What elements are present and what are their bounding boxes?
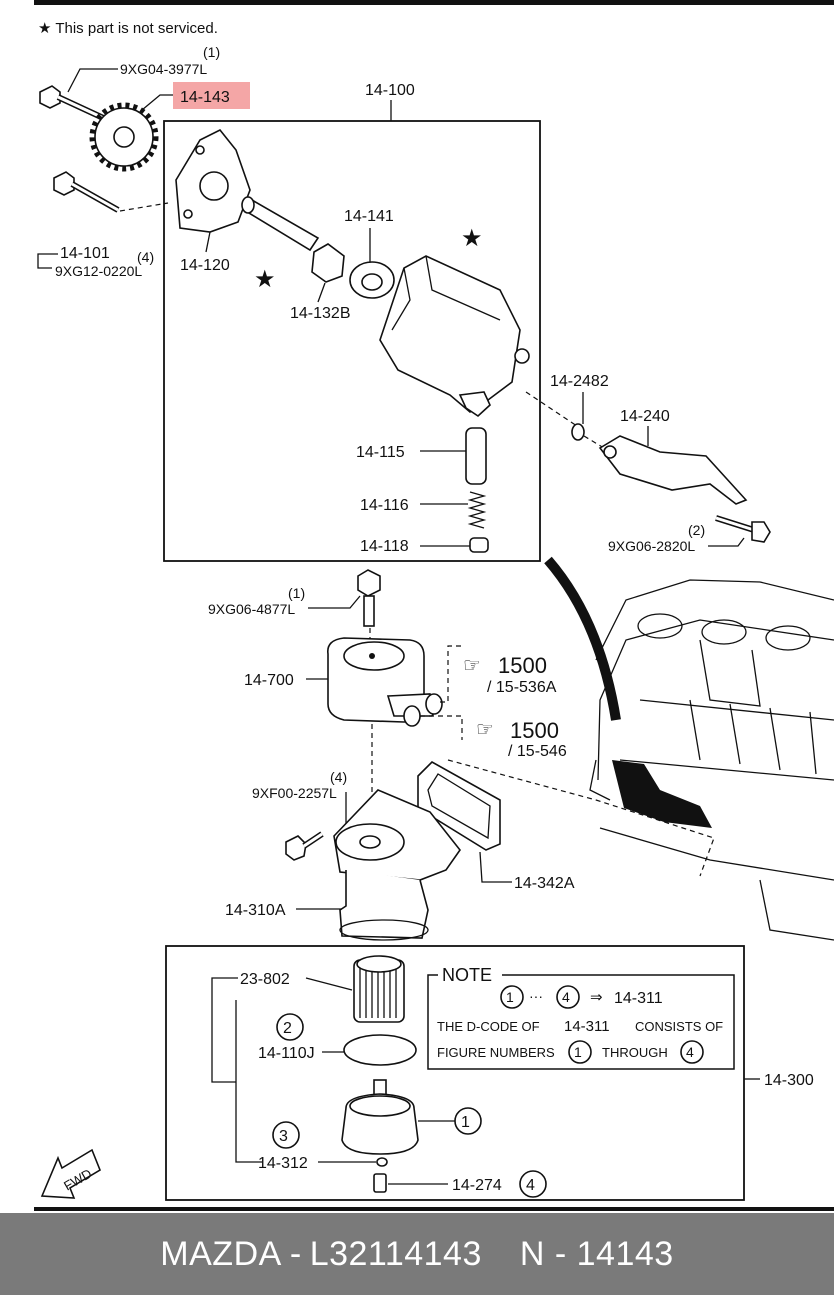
strainer-label: 14-240	[620, 408, 670, 425]
plug-label: 14-118	[360, 538, 409, 555]
part-number-footer: MAZDA - L32114143 N - 14143	[0, 1213, 834, 1295]
circled-1-text: 1	[461, 1114, 470, 1131]
circled-2-text: 2	[283, 1020, 292, 1037]
bolt-left-code: 9XG12-0220L	[55, 263, 142, 279]
drain-label: 14-274	[452, 1177, 502, 1194]
bolt-cooler-qty: (1)	[288, 585, 305, 601]
strainer-bolt-figure	[715, 515, 771, 543]
circled-4	[519, 1170, 547, 1198]
engine-block-figure	[544, 556, 834, 941]
hose2-ref: / 15-546	[508, 743, 567, 760]
hose1-num: 1500	[498, 653, 547, 678]
note-range-from: 1	[506, 989, 514, 1005]
spring-figure	[467, 491, 487, 529]
pump-body-figure	[379, 255, 530, 418]
footer-part-number: L32114143	[309, 1234, 482, 1273]
bolt-top-label: 9XG04-3977L	[120, 61, 207, 77]
note-arrow: ⇒	[590, 989, 603, 1006]
circled-3-text: 3	[279, 1128, 288, 1145]
oil-cooler-figure	[327, 637, 443, 727]
top-border	[34, 0, 834, 5]
outer-rotor-figure	[349, 261, 395, 299]
note-title: NOTE	[442, 965, 492, 985]
element-label: 23-802	[240, 971, 290, 988]
filter-body-figure	[333, 789, 461, 941]
footer-ref: N - 14143	[519, 1234, 674, 1273]
note-line1-a: THE D-CODE OF	[437, 1019, 540, 1034]
note-range-to-circle	[556, 985, 580, 1009]
bolt-strainer-qty: (2)	[688, 522, 705, 538]
oring-big-label: 14-110J	[258, 1045, 315, 1062]
strainer-figure	[598, 435, 748, 505]
cooler-bolt-figure	[357, 569, 381, 627]
hose2-num: 1500	[510, 718, 559, 743]
filter-assy-box	[165, 945, 745, 1201]
note-line2-a: FIGURE NUMBERS	[437, 1045, 555, 1060]
hose1-pointer: ☞	[463, 655, 481, 677]
filter-cap-figure	[341, 1079, 419, 1155]
circled-2	[276, 1013, 304, 1041]
note-num2-circle	[680, 1040, 704, 1064]
bottom-border	[34, 1207, 834, 1211]
note-range-from-circle	[500, 985, 524, 1009]
bolt-strainer-label: 9XG06-2820L	[608, 538, 695, 554]
star-marker-shaft: ★	[254, 266, 276, 293]
note-range-code: 14-311	[614, 990, 663, 1007]
pump-shaft-figure	[241, 196, 320, 252]
gear-label[interactable]: 14-143	[180, 89, 230, 106]
cover-label: 14-120	[180, 257, 230, 274]
shaft-label: 14-132B	[290, 305, 351, 322]
oring-tiny-label: 14-312	[258, 1155, 308, 1172]
sprocket-gear-figure	[89, 102, 159, 172]
footer-brand: MAZDA -	[160, 1234, 302, 1273]
left-bolt-figure	[53, 171, 120, 213]
filter-element-figure	[353, 955, 405, 1023]
filter-assy-label: 14-300	[764, 1072, 814, 1089]
note-range-to: 4	[562, 989, 570, 1005]
header-note: ★ This part is not serviced.	[38, 20, 218, 37]
big-oring-figure	[343, 1034, 417, 1066]
note-num1-circle	[568, 1040, 592, 1064]
note-line1-c: CONSISTS OF	[635, 1019, 723, 1034]
filter-body-label: 14-310A	[225, 902, 286, 919]
pump-cover-figure	[175, 128, 251, 233]
drain-plug-figure	[373, 1173, 387, 1193]
pump-assy-box	[163, 120, 541, 562]
hose2-pointer: ☞	[476, 719, 494, 741]
plug-figure	[469, 537, 489, 553]
hose1-ref: / 15-536A	[487, 679, 557, 696]
body-bolt-figure	[285, 831, 324, 861]
oil-pump-diagram: ★ This part is not serviced. (1) 9XG04-3…	[34, 0, 834, 1211]
note-range-sep: ···	[529, 988, 543, 1004]
plunger-label: 14-115	[356, 444, 405, 461]
spring-label: 14-116	[360, 497, 409, 514]
bolt-body-label: 9XF00-2257L	[252, 785, 337, 801]
circled-4-text: 4	[526, 1177, 535, 1194]
gasket-label: 14-342A	[514, 875, 575, 892]
star-marker-body: ★	[461, 225, 483, 252]
bolt-left-qty: (4)	[137, 249, 154, 265]
note-line2-num2: 4	[686, 1044, 694, 1060]
tiny-oring-figure	[376, 1157, 388, 1167]
note-line2-num1: 1	[574, 1044, 582, 1060]
bolt-left-label: 14-101	[60, 245, 110, 262]
note-line2-b: THROUGH	[602, 1045, 668, 1060]
note-line1-b: 14-311	[564, 1018, 610, 1035]
bolt-cooler-label: 9XG06-4877L	[208, 601, 295, 617]
fwd-arrow-icon: FWD	[40, 1148, 101, 1199]
rotor-label: 14-141	[344, 208, 394, 225]
cooler-label: 14-700	[244, 672, 294, 689]
bolt-top-qty: (1)	[203, 44, 220, 60]
circled-3	[272, 1121, 300, 1149]
small-oring-figure	[571, 423, 585, 441]
bolt-body-qty: (4)	[330, 769, 347, 785]
pump-assy-label: 14-100	[365, 82, 415, 99]
oring-small-label: 14-2482	[550, 373, 609, 390]
plunger-figure	[465, 427, 487, 485]
inner-rotor-figure	[311, 243, 345, 283]
note-title-bg	[438, 966, 502, 984]
highlight-box	[173, 82, 250, 109]
